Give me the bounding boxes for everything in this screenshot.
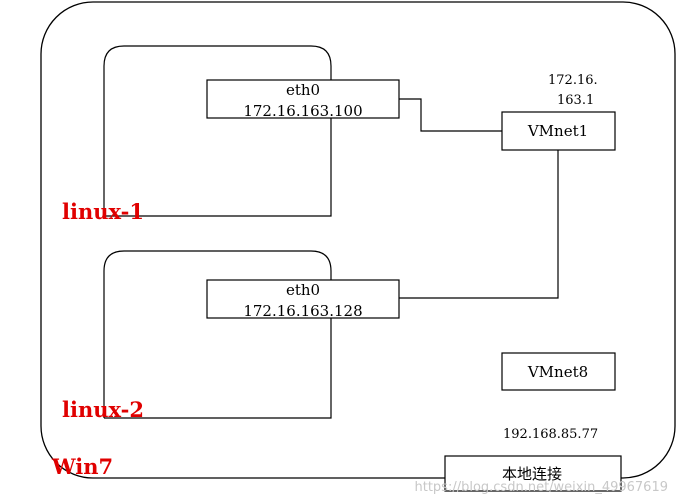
linux-1-vm-frame (103, 45, 332, 217)
linux-2-eth0-name: eth0 (286, 281, 320, 299)
link-vm2-eth0-to-vmnet1 (399, 150, 559, 299)
watermark: https://blog.csdn.net/weixin_49967619 (414, 480, 668, 495)
local-connection-ip: 192.168.85.77 (503, 427, 598, 442)
linux-2-label: linux-2 (62, 397, 144, 422)
vmnet8-label: VMnet8 (527, 363, 588, 381)
linux-2-vm-frame (103, 250, 332, 419)
linux-1-eth0-ip: 172.16.163.100 (243, 102, 362, 120)
local-connection-box (444, 455, 622, 492)
vmnet8-box (501, 352, 616, 391)
link-vm1-eth0-to-vmnet1 (399, 98, 502, 132)
vmnet1-ip-line1: 172.16. (548, 73, 598, 88)
local-connection-label: 本地连接 (502, 465, 562, 483)
linux-1-eth0-name: eth0 (286, 81, 320, 99)
vmnet1-box (501, 111, 616, 151)
linux-2-eth0-ip: 172.16.163.128 (243, 302, 362, 320)
linux-1-eth0-box (206, 79, 400, 119)
linux-1-label: linux-1 (62, 199, 144, 224)
linux-2-eth0-box (206, 279, 400, 319)
win7-label: Win7 (51, 454, 113, 479)
win7-host-frame (40, 1, 676, 479)
vmnet1-ip-line2: 163.1 (557, 93, 594, 108)
vmnet1-label: VMnet1 (527, 122, 588, 140)
